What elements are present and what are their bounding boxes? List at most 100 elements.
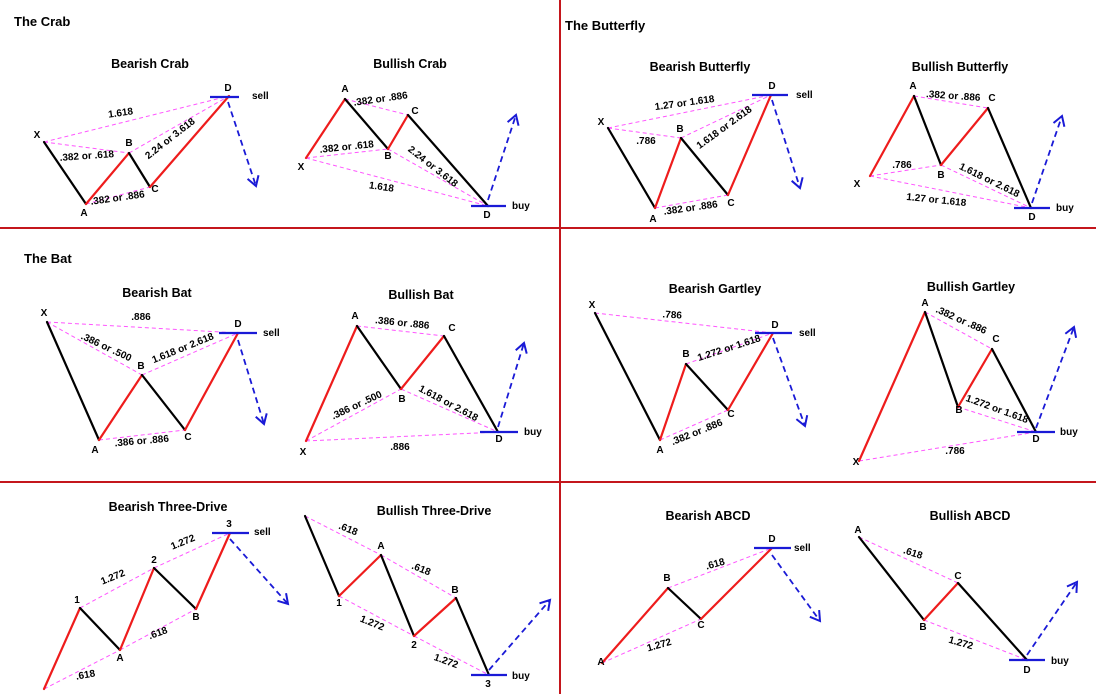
action-label-buy: buy [512,671,530,682]
down-leg [986,106,1033,210]
point-label: B [125,138,132,149]
point-label: B [682,349,689,360]
ratio-guide [913,95,989,109]
up-leg [726,93,773,197]
pattern-title-bearish-abcd: Bearish ABCD [666,509,751,523]
up-leg [600,586,670,665]
point-label: X [853,457,860,468]
pattern-title-bearish-bat: Bearish Bat [122,286,192,300]
ratio-label: .382 or .886 [353,90,409,109]
ratio-label: .382 or .886 [90,189,146,208]
ratio-label: 1.618 or 2.618 [417,384,480,425]
pattern-title-bearish-butterfly: Bearish Butterfly [650,60,751,74]
point-label: D [1028,212,1035,223]
section-title-bat: The Bat [24,251,72,266]
point-label: D [771,320,778,331]
action-label-buy: buy [512,201,530,212]
point-label: D [768,81,775,92]
down-leg [152,566,198,611]
down-leg [78,606,122,652]
up-leg [699,546,774,621]
section-title-butterfly: The Butterfly [565,18,646,33]
projection-arrow [488,599,551,671]
point-label: 3 [226,519,232,530]
ratio-guide [607,127,682,139]
ratio-guide [356,325,445,337]
action-label-buy: buy [1060,427,1078,438]
projection-arrowhead [1066,580,1079,594]
ratio-label: .886 [131,312,151,323]
projection-arrow [1031,115,1063,204]
up-leg [857,310,927,463]
ratio-guide [601,618,702,664]
point-label: X [41,308,48,319]
ratio-label: .386 or .500 [330,389,384,422]
point-label: B [663,573,670,584]
up-leg [148,94,231,189]
down-leg [45,320,101,442]
ratio-label: .386 or .886 [114,434,170,450]
ratio-label: 2.24 or 3.618 [405,144,459,190]
down-leg [406,113,490,208]
ratio-guide [43,649,121,690]
ratio-label: .382 or .886 [663,199,719,218]
up-leg [304,324,359,443]
ratio-guide [43,95,230,143]
projection-arrow [237,339,265,425]
up-leg [658,362,688,442]
action-label-buy: buy [1056,203,1074,214]
point-label: C [954,571,961,582]
projection-arrow [227,101,257,187]
point-label: B [937,170,944,181]
ratio-label: .386 or .886 [375,315,431,332]
point-label: 1 [336,598,342,609]
point-label: A [597,657,604,668]
up-leg [868,94,916,178]
ratio-label: .618 [902,545,924,562]
point-label: C [697,620,704,631]
point-label: A [909,81,916,92]
ratio-label: 1.618 or 2.618 [957,161,1021,200]
point-label: A [377,541,384,552]
ratio-guide [858,431,1037,462]
point-label: D [1023,665,1030,676]
up-leg [939,106,990,167]
point-label: 2 [411,640,417,651]
point-label: C [448,323,455,334]
point-label: C [411,106,418,117]
ratio-guide [667,547,773,589]
down-leg [923,310,960,409]
projection-arrowhead [1052,114,1066,127]
point-label: C [992,334,999,345]
ratio-label: .618 [410,561,433,579]
ratio-guide [305,157,489,207]
down-leg [140,373,187,432]
ratio-label: .886 [390,442,410,453]
up-leg [304,97,347,160]
down-leg [666,586,703,621]
point-label: X [298,162,305,173]
ratio-label: .382 or .886 [926,89,982,104]
action-label-sell: sell [799,328,816,339]
action-label-buy: buy [1051,656,1069,667]
action-label-sell: sell [252,91,269,102]
ratio-guide [659,409,729,441]
projection-arrow [772,337,806,427]
ratio-label: .786 [892,160,912,171]
action-label-buy: buy [524,427,542,438]
ratio-label: 2.24 or 3.618 [143,116,197,162]
point-label: A [341,84,348,95]
down-leg [303,514,341,598]
ratio-guide [141,332,239,376]
ratio-guide [654,194,729,209]
action-label-sell: sell [263,328,280,339]
ratio-label: .382 or .618 [319,139,375,156]
ratio-guide [940,164,1032,209]
down-leg [912,94,943,167]
